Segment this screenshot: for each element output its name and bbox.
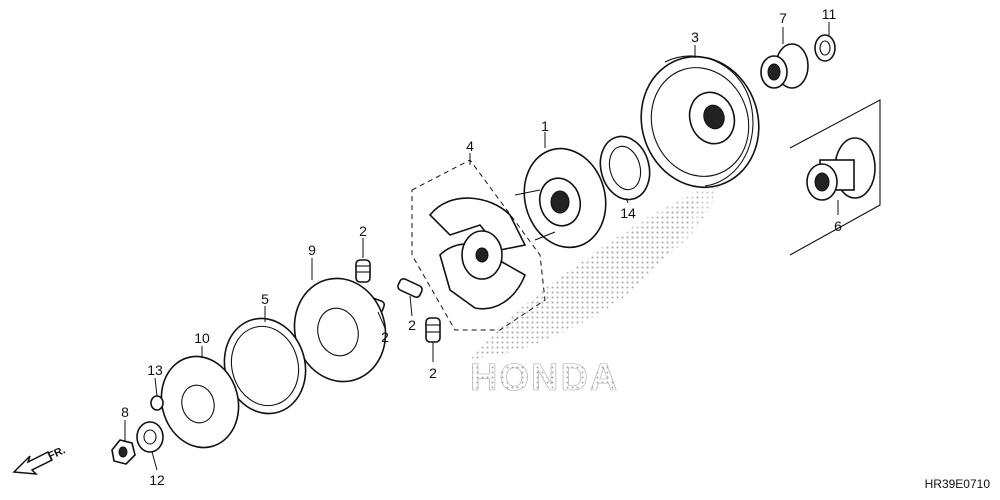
front-direction-indicator: FR. — [12, 444, 67, 475]
part-1-drive-plate — [514, 147, 607, 249]
part-10-cover-plate — [160, 355, 240, 449]
part-2-spring-a — [355, 259, 371, 283]
leader-lines — [124, 22, 839, 471]
part-7-gear — [760, 43, 809, 89]
callout-8: 8 — [121, 404, 129, 420]
honda-watermark-text: HONDA — [470, 357, 619, 399]
part-8-nut — [111, 439, 136, 465]
part-3-clutch-outer — [640, 55, 760, 189]
part-5-ring — [223, 317, 307, 415]
callout-2a: 2 — [359, 223, 367, 239]
part-11-washer — [814, 34, 836, 62]
part-4-clutch-shoe-assembly — [411, 159, 546, 331]
part-2-spring-d — [425, 317, 441, 343]
part-9-plate — [293, 277, 387, 383]
callout-labels: 1 2 2 2 2 3 4 5 6 7 8 9 10 11 12 13 14 — [121, 6, 842, 488]
part-2-spring-c — [397, 278, 423, 298]
callout-14: 14 — [620, 205, 636, 221]
callout-7: 7 — [779, 10, 787, 26]
callout-4: 4 — [466, 138, 474, 154]
callout-3: 3 — [691, 29, 699, 45]
callout-2c: 2 — [408, 317, 416, 333]
callout-2d: 2 — [429, 365, 437, 381]
front-arrow-icon — [12, 450, 54, 475]
callout-13: 13 — [147, 362, 163, 378]
callout-10: 10 — [194, 330, 210, 346]
part-6-gear-assembly — [789, 99, 881, 256]
diagram-code: HR39E0710 — [925, 477, 991, 491]
part-14-one-way-clutch — [599, 135, 651, 201]
honda-wing-watermark: HONDA — [470, 180, 720, 399]
callout-12: 12 — [149, 472, 165, 488]
front-direction-label: FR. — [46, 444, 67, 462]
callout-2b: 2 — [381, 329, 389, 345]
callout-6: 6 — [834, 218, 842, 234]
part-12-washer — [136, 421, 164, 453]
callout-11: 11 — [822, 6, 837, 22]
callout-5: 5 — [261, 291, 269, 307]
callout-1: 1 — [541, 118, 549, 134]
part-13-washer — [150, 395, 164, 411]
callout-9: 9 — [308, 242, 316, 258]
